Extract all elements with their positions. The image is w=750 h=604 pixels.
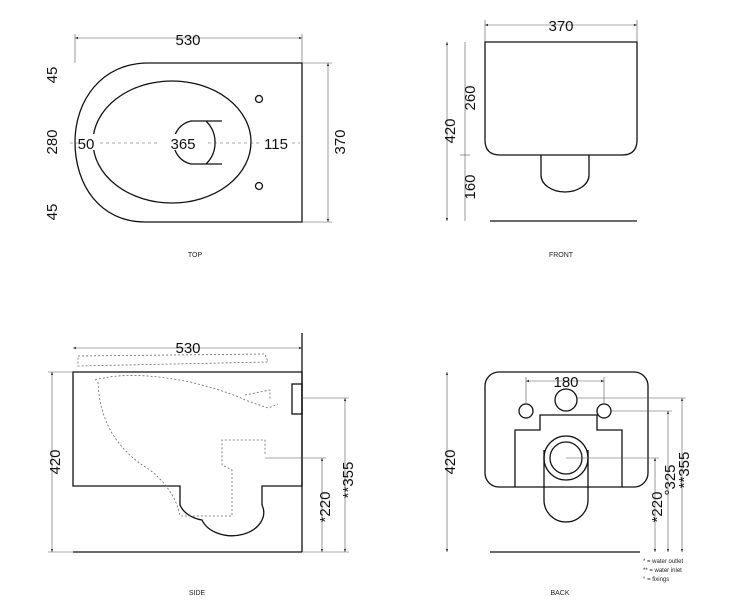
back-fixing-height-label: °325 xyxy=(662,464,679,495)
side-inlet-height-label: **355 xyxy=(340,462,357,499)
back-caption: BACK xyxy=(550,590,569,597)
front-body xyxy=(484,41,638,156)
front-total-height-label: 420 xyxy=(442,118,459,143)
top-depth-label: 370 xyxy=(332,129,349,154)
top-margin-bottom-label: 45 xyxy=(44,204,61,221)
top-bowl-width-label: 280 xyxy=(44,129,61,154)
back-fixing-spacing-label: 180 xyxy=(553,374,578,391)
back-view: 180 420 *220 °325 **355 BACK xyxy=(442,371,693,597)
side-seat-lid xyxy=(77,353,269,367)
back-outlet-height-label: *220 xyxy=(649,492,666,523)
side-outlet-height-label: *220 xyxy=(317,492,334,523)
legend-water-outlet: * = water outlet xyxy=(643,559,684,565)
top-outline xyxy=(74,62,303,223)
top-rear-label: 115 xyxy=(264,136,288,153)
side-bowl-interior xyxy=(94,375,279,517)
side-length-label: 530 xyxy=(175,340,200,357)
side-caption: SIDE xyxy=(189,590,206,597)
top-bowl-length-label: 365 xyxy=(170,136,195,153)
back-recess xyxy=(514,414,623,487)
legend-fixings: ° = fixings xyxy=(643,577,669,583)
front-view: 370 260 160 420 FRONT xyxy=(442,18,638,259)
side-inlet xyxy=(291,383,303,415)
fixing-hole xyxy=(254,181,264,191)
top-margin-top-label: 45 xyxy=(44,67,61,84)
legend-water-inlet: ** = water inlet xyxy=(643,568,682,574)
front-width-label: 370 xyxy=(548,18,573,35)
back-inlet-height-label: **355 xyxy=(676,452,693,489)
side-body xyxy=(72,371,303,537)
top-rim-front-label: 50 xyxy=(78,136,95,153)
back-fixing-right xyxy=(596,403,612,419)
back-fixing-left xyxy=(518,403,534,419)
top-caption: TOP xyxy=(188,252,203,259)
top-width-label: 530 xyxy=(175,32,200,49)
fixing-hole xyxy=(254,94,264,104)
front-lower-height-label: 160 xyxy=(462,174,479,199)
side-height-label: 420 xyxy=(47,449,64,474)
top-view: 530 50 365 115 370 45 280 45 TOP xyxy=(44,32,349,259)
back-pedestal xyxy=(543,450,589,523)
back-height-label: 420 xyxy=(442,449,459,474)
front-caption: FRONT xyxy=(549,252,574,259)
back-inlet xyxy=(554,388,578,412)
side-view: 530 420 *220 **355 SIDE xyxy=(47,333,357,597)
front-pedestal xyxy=(540,155,590,193)
legend: * = water outlet ** = water inlet ° = fi… xyxy=(643,559,684,583)
front-body-height-label: 260 xyxy=(462,85,479,110)
back-body xyxy=(484,371,649,488)
